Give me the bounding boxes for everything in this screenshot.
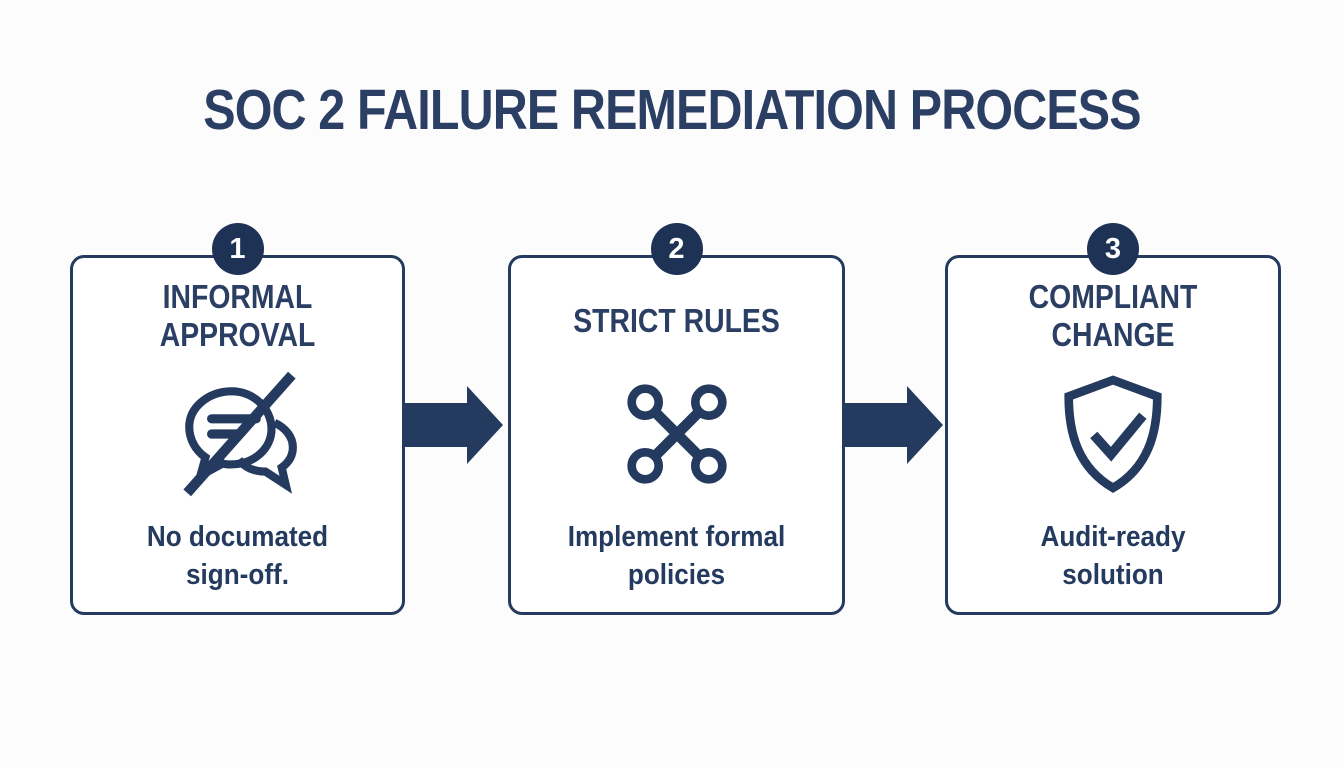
step-number: 1 xyxy=(229,232,246,265)
shield-check-icon xyxy=(948,368,1278,500)
step-card-strict-rules: 2 STRICT RULES Implement formal policies xyxy=(508,223,845,615)
step-title: STRICT RULES xyxy=(534,302,819,340)
step-title-line: CHANGE xyxy=(1051,316,1175,353)
step-title-line: COMPLIANT xyxy=(1028,278,1198,315)
step-title-line: INFORMAL xyxy=(162,278,313,315)
step-description-line: No documated xyxy=(146,521,329,553)
step-title: INFORMAL APPROVAL xyxy=(96,278,379,354)
page-title: SOC 2 FAILURE REMEDIATION PROCESS xyxy=(203,78,1141,142)
step-description: Audit-ready solution xyxy=(965,518,1262,594)
step-number-badge: 3 xyxy=(1087,223,1139,275)
step-description: No documated sign-off. xyxy=(89,518,385,594)
step-title-line: STRICT RULES xyxy=(573,302,780,339)
step-number-badge: 2 xyxy=(650,223,703,275)
step-number: 2 xyxy=(668,232,685,265)
step-description-line: Implement formal xyxy=(567,521,786,553)
step-number-badge: 1 xyxy=(211,223,264,275)
step-title-line: APPROVAL xyxy=(159,316,316,353)
step-number: 3 xyxy=(1104,232,1122,265)
step-card-compliant-change: 3 COMPLIANT CHANGE Audit-ready solution xyxy=(945,223,1281,615)
right-arrow-icon xyxy=(845,386,943,464)
step-description-line: solution xyxy=(1062,559,1164,591)
step-description: Implement formal policies xyxy=(528,518,826,594)
right-arrow-icon xyxy=(405,386,503,464)
step-description-line: sign-off. xyxy=(186,559,289,591)
step-card-informal-approval: 1 INFORMAL APPROVAL No documated sign-of… xyxy=(70,223,405,615)
chat-bubbles-slash-icon xyxy=(73,368,402,500)
step-title: COMPLIANT CHANGE xyxy=(971,278,1255,354)
step-description-line: policies xyxy=(627,559,726,591)
step-description-line: Audit-ready xyxy=(1040,521,1186,553)
crossed-links-icon xyxy=(511,368,842,500)
